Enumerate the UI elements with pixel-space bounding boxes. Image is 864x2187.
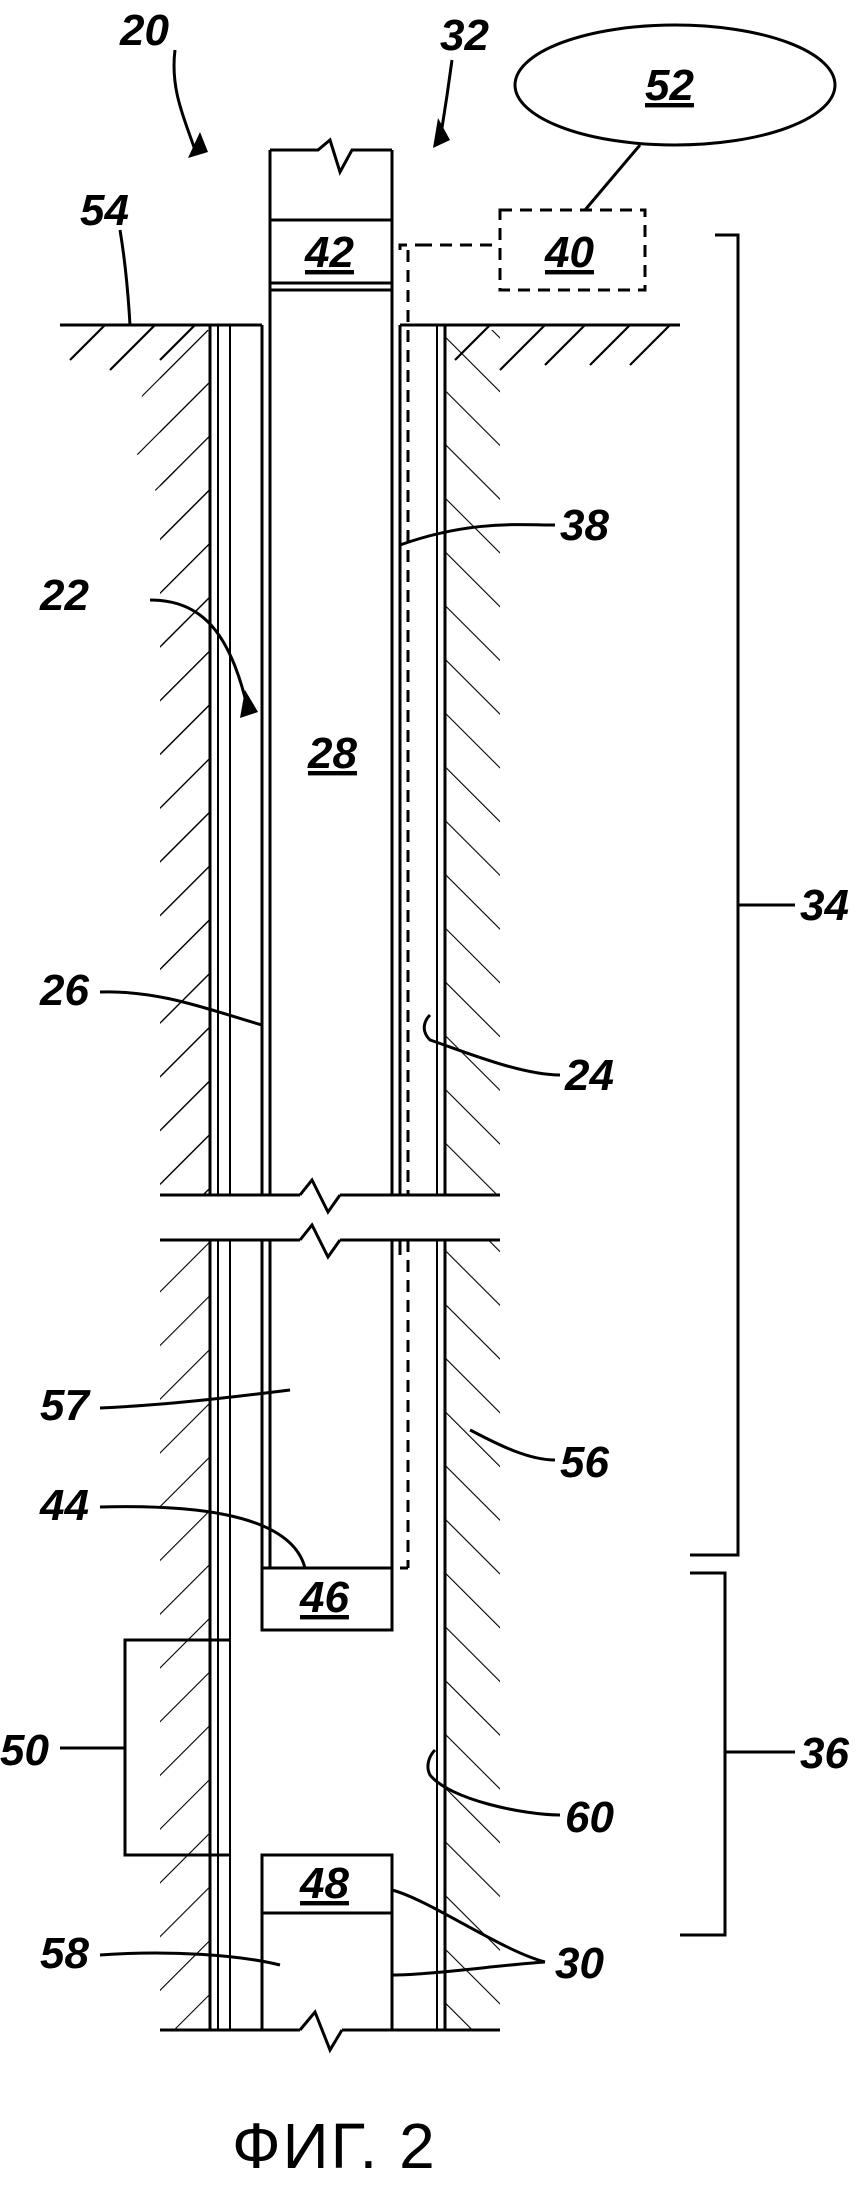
label-20: 20 <box>119 6 169 55</box>
label-34: 34 <box>800 881 849 930</box>
break-bottom <box>160 2009 500 2054</box>
bracket-50 <box>60 1638 230 1857</box>
bracket-36 <box>680 1571 795 1937</box>
controller-box <box>498 208 647 292</box>
label-50: 50 <box>0 1726 49 1775</box>
component-46-box <box>260 1566 394 1632</box>
label-56: 56 <box>560 1438 609 1487</box>
component-48-box <box>260 1853 394 2030</box>
figure-caption: ФИГ. 2 <box>232 2110 437 2182</box>
tubing-lower <box>260 1240 394 1568</box>
label-48: 48 <box>299 1859 349 1908</box>
label-60: 60 <box>565 1793 614 1842</box>
control-line <box>398 243 500 1570</box>
formation-right-upper <box>445 330 500 1195</box>
leader-lines <box>99 49 561 1977</box>
formation-left-lower <box>160 1240 210 2030</box>
label-26: 26 <box>39 966 89 1015</box>
label-54: 54 <box>80 186 129 235</box>
label-57: 57 <box>40 1381 91 1430</box>
label-30: 30 <box>555 1939 604 1988</box>
formation-left-upper <box>130 330 210 1195</box>
label-24: 24 <box>564 1051 614 1100</box>
surface-unit-ellipse <box>513 23 837 211</box>
bracket-34 <box>690 233 795 1557</box>
label-28: 28 <box>307 729 357 778</box>
label-44: 44 <box>39 1481 89 1530</box>
label-22: 22 <box>39 571 89 620</box>
label-40: 40 <box>544 228 594 277</box>
label-58: 58 <box>40 1929 89 1978</box>
tubing-string <box>268 137 394 1197</box>
label-42: 42 <box>304 228 354 277</box>
label-38: 38 <box>560 501 609 550</box>
label-36: 36 <box>800 1729 849 1778</box>
label-46: 46 <box>299 1573 349 1622</box>
label-32: 32 <box>440 11 489 60</box>
wellbore-upper <box>208 323 447 1195</box>
label-52: 52 <box>645 61 694 110</box>
formation-right-lower <box>445 1240 500 2030</box>
